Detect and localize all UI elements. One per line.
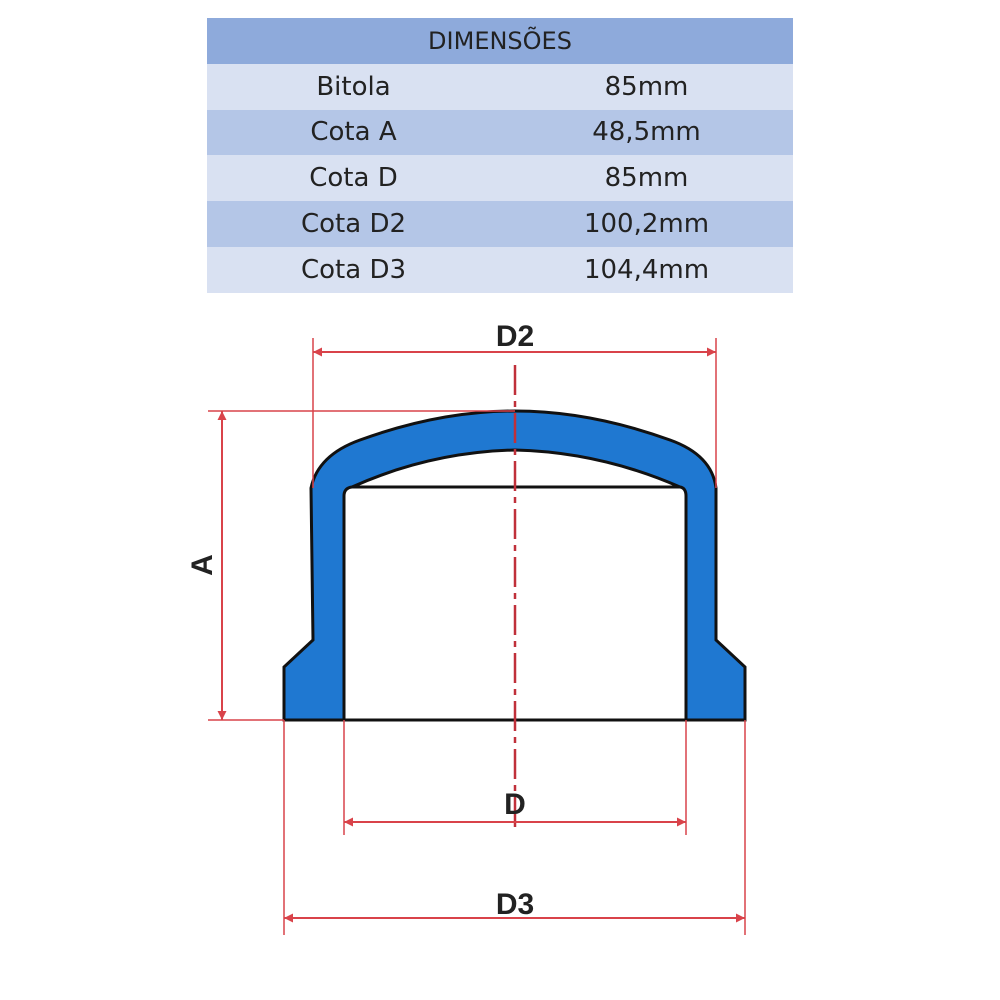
row-label: Cota D3: [207, 246, 500, 293]
row-label: Cota A: [207, 109, 500, 156]
row-value: 85mm: [500, 63, 793, 110]
label-d3: D3: [496, 888, 534, 921]
row-value: 100,2mm: [500, 201, 793, 247]
table-title: DIMENSÕES: [207, 18, 793, 64]
row-value: 104,4mm: [500, 246, 793, 293]
label-d2: D2: [496, 320, 534, 353]
label-a: A: [186, 554, 219, 576]
row-label: Cota D2: [207, 201, 500, 247]
row-value: 48,5mm: [500, 109, 793, 156]
label-d: D: [504, 788, 526, 821]
table-header: DIMENSÕES: [207, 18, 793, 64]
extension-lines: [208, 338, 746, 935]
row-value: 85mm: [500, 155, 793, 202]
row-label: Bitola: [207, 63, 500, 110]
row-label: Cota D: [207, 155, 500, 202]
